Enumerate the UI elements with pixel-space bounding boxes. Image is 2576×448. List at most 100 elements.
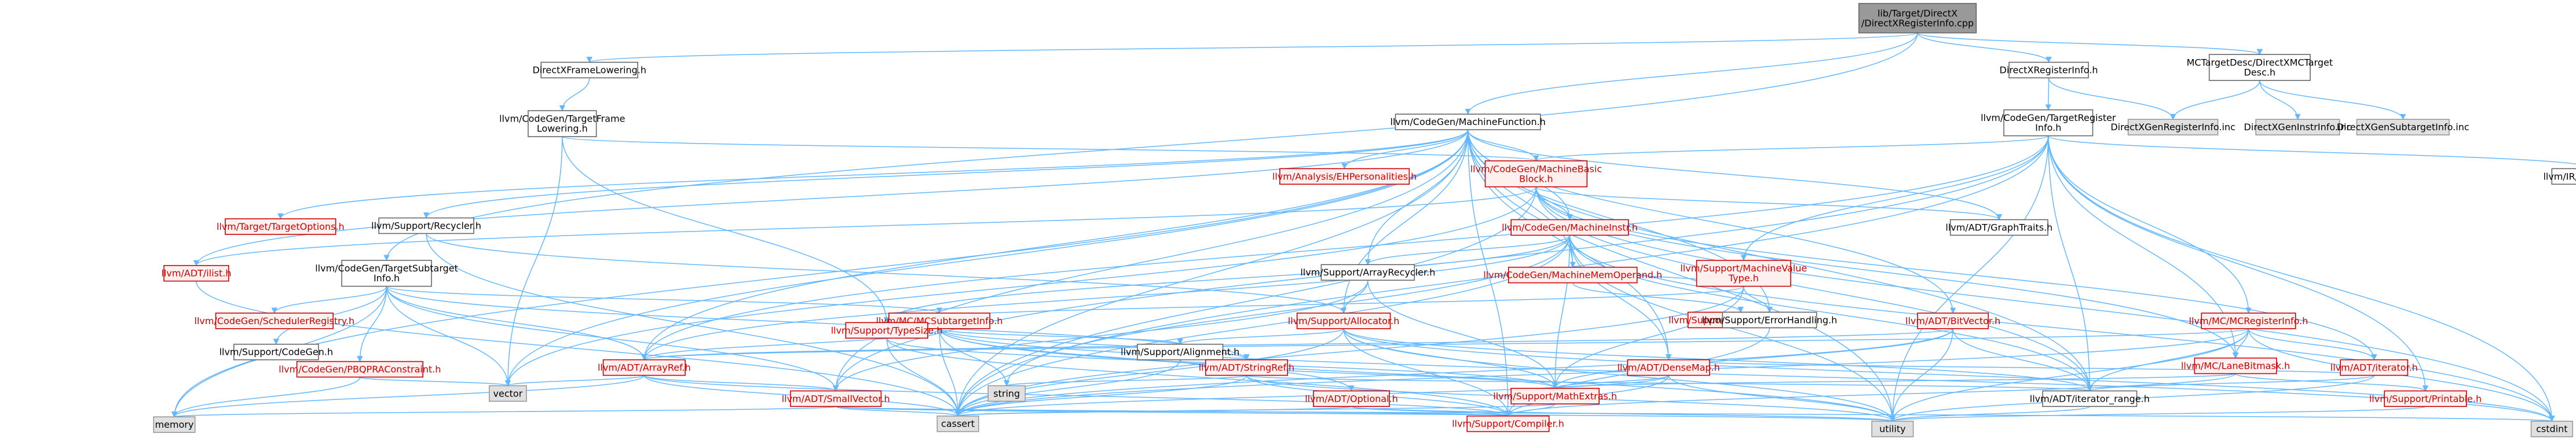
node-mcreg[interactable]: llvm/MC/MCRegisterInfo.h — [2189, 313, 2308, 329]
edge-minstr-to-typesize — [883, 235, 1571, 324]
edge-mbb-to-vector — [504, 186, 1537, 387]
node-iterrange[interactable]: llvm/ADT/iterator_range.h — [2030, 390, 2150, 407]
node-box — [153, 416, 196, 433]
node-ilist[interactable]: llvm/ADT/ilist.h — [162, 265, 232, 282]
edge-mbb-to-ilist — [193, 186, 1537, 266]
edge-cg_tsi-to-vector — [386, 286, 511, 387]
edge-mvt-to-errh — [1743, 286, 1773, 313]
node-allocator[interactable]: llvm/Support/Allocator.h — [1288, 313, 1400, 329]
edge-mmo-to-atomic — [1572, 282, 1744, 313]
node-pbqp[interactable]: llvm/CodeGen/PBQPRAConstraint.h — [279, 361, 441, 378]
node-framelow[interactable]: DirectXFrameLowering.h — [532, 61, 646, 79]
node-box — [1510, 219, 1629, 236]
node-iterator[interactable]: llvm/ADT/iterator.h — [2330, 359, 2418, 376]
node-box — [2008, 61, 2089, 79]
node-errh[interactable]: llvm/Support/ErrorHandling.h — [1702, 311, 1838, 329]
node-label: DirectXGenRegisterInfo.inc — [2110, 122, 2235, 133]
edge-cg_tri-to-mbb — [1533, 135, 2049, 161]
node-box — [2194, 357, 2277, 374]
node-densemap[interactable]: llvm/ADT/DenseMap.h — [1618, 359, 1720, 376]
node-graphtraits[interactable]: llvm/ADT/GraphTraits.h — [1945, 219, 2052, 236]
edge-lanebitmask-to-mathextras — [1552, 373, 2236, 389]
edge-mcfunc-to-graphtraits — [1467, 130, 2002, 221]
edge-mcreg-to-arrayref — [642, 328, 2249, 361]
node-label: Info.h — [374, 273, 400, 284]
node-minstr[interactable]: llvm/CodeGen/MachineInstr.h — [1502, 219, 1638, 236]
node-arrayrec[interactable]: llvm/Support/ArrayRecycler.h — [1300, 264, 1435, 281]
node-box — [1510, 388, 1600, 405]
node-smallvec[interactable]: llvm/ADT/SmallVector.h — [782, 390, 890, 407]
edge-framelow-to-cg_tfl — [559, 78, 590, 112]
node-codegen_h[interactable]: llvm/Support/CodeGen.h — [219, 343, 334, 361]
node-label: vector — [493, 388, 523, 399]
node-box — [1484, 160, 1588, 188]
node-callconv[interactable]: llvm/IR/CallingConv.h — [2543, 168, 2576, 185]
node-printable[interactable]: llvm/Support/Printable.h — [2369, 390, 2482, 407]
node-box — [378, 217, 474, 234]
edge-smallvec-to-cassert — [835, 406, 961, 417]
node-label: Type.h — [1728, 273, 1759, 284]
node-alignment[interactable]: llvm/Support/Alignment.h — [1121, 343, 1239, 361]
node-mmo[interactable]: llvm/CodeGen/MachineMemOperand.h — [1483, 266, 1662, 284]
node-vector: vector — [489, 385, 527, 402]
node-label: llvm/Support/ArrayRecycler.h — [1300, 267, 1435, 278]
edge-typesize-to-cassert — [886, 338, 961, 417]
edge-bitvec-to-arrayref — [641, 328, 1953, 361]
node-typesize[interactable]: llvm/Support/TypeSize.h — [831, 322, 943, 339]
node-lanebitmask[interactable]: llvm/MC/LaneBitmask.h — [2181, 357, 2290, 374]
node-label: Block.h — [1519, 173, 1553, 184]
node-label: MCTargetDesc/DirectXMCTarget — [2187, 57, 2333, 68]
node-box — [341, 259, 432, 287]
edge-mathextras-to-compiler — [1505, 403, 1556, 417]
node-targetopts[interactable]: llvm/Target/TargetOptions.h — [217, 218, 345, 235]
node-label: llvm/CodeGen/MachineBasic — [1470, 163, 1602, 174]
node-box — [2127, 119, 2219, 135]
node-optional[interactable]: llvm/ADT/Optional.h — [1305, 390, 1398, 407]
node-bitvec[interactable]: llvm/ADT/BitVector.h — [1905, 313, 2000, 329]
edge-stringref-to-iterrange — [1246, 374, 2092, 392]
node-label: llvm/CodeGen/TargetFrame — [499, 113, 625, 124]
node-box — [1395, 113, 1541, 130]
edge-smallvec-to-utility — [835, 406, 1895, 422]
node-stringref[interactable]: llvm/ADT/StringRef.h — [1199, 359, 1294, 376]
node-box — [233, 343, 319, 361]
edge-cg_tri-to-cstdint — [2048, 135, 2555, 422]
edge-cg_tri-to-arrayref — [641, 135, 2049, 361]
node-eh[interactable]: llvm/Analysis/EHPersonalities.h — [1272, 168, 1417, 185]
node-arrayref[interactable]: llvm/ADT/ArrayRef.h — [598, 359, 691, 376]
node-box — [1279, 168, 1410, 185]
edge-mcsti-to-alignment — [939, 328, 1183, 345]
node-root[interactable]: lib/Target/DirectX/DirectXRegisterInfo.c… — [1858, 3, 1977, 34]
edge-cg_tri-to-utility — [1889, 135, 2049, 422]
node-reginfo_h[interactable]: DirectXRegisterInfo.h — [2000, 61, 2098, 79]
node-label: llvm/Support/MathExtras.h — [1493, 391, 1617, 402]
node-label: llvm/CodeGen/SchedulerRegistry.h — [195, 315, 355, 326]
node-label: llvm/ADT/BitVector.h — [1905, 315, 2000, 326]
node-box — [528, 110, 597, 137]
node-box — [2208, 54, 2311, 81]
node-compiler[interactable]: llvm/Support/Compiler.h — [1452, 415, 1564, 432]
node-sched[interactable]: llvm/CodeGen/SchedulerRegistry.h — [195, 313, 355, 329]
node-label: llvm/ADT/SmallVector.h — [782, 393, 890, 404]
node-label: llvm/ADT/ArrayRef.h — [598, 362, 691, 373]
node-box — [1917, 313, 1989, 329]
node-label: llvm/Support/TypeSize.h — [831, 325, 943, 336]
node-mathextras[interactable]: llvm/Support/MathExtras.h — [1493, 388, 1617, 405]
node-box — [987, 385, 1026, 402]
edge-mbb-to-iterrange — [1535, 186, 2093, 392]
node-mcfunc[interactable]: llvm/CodeGen/MachineFunction.h — [1391, 113, 1546, 130]
node-box — [489, 385, 527, 402]
node-label: llvm/ADT/ilist.h — [162, 268, 232, 279]
edge-mcfunc-to-arrayref — [641, 130, 1469, 361]
node-box — [2003, 109, 2094, 137]
edge-allocator-to-utility — [1343, 328, 1896, 422]
node-recycler[interactable]: llvm/Support/Recycler.h — [371, 217, 481, 234]
node-box — [1507, 266, 1638, 284]
